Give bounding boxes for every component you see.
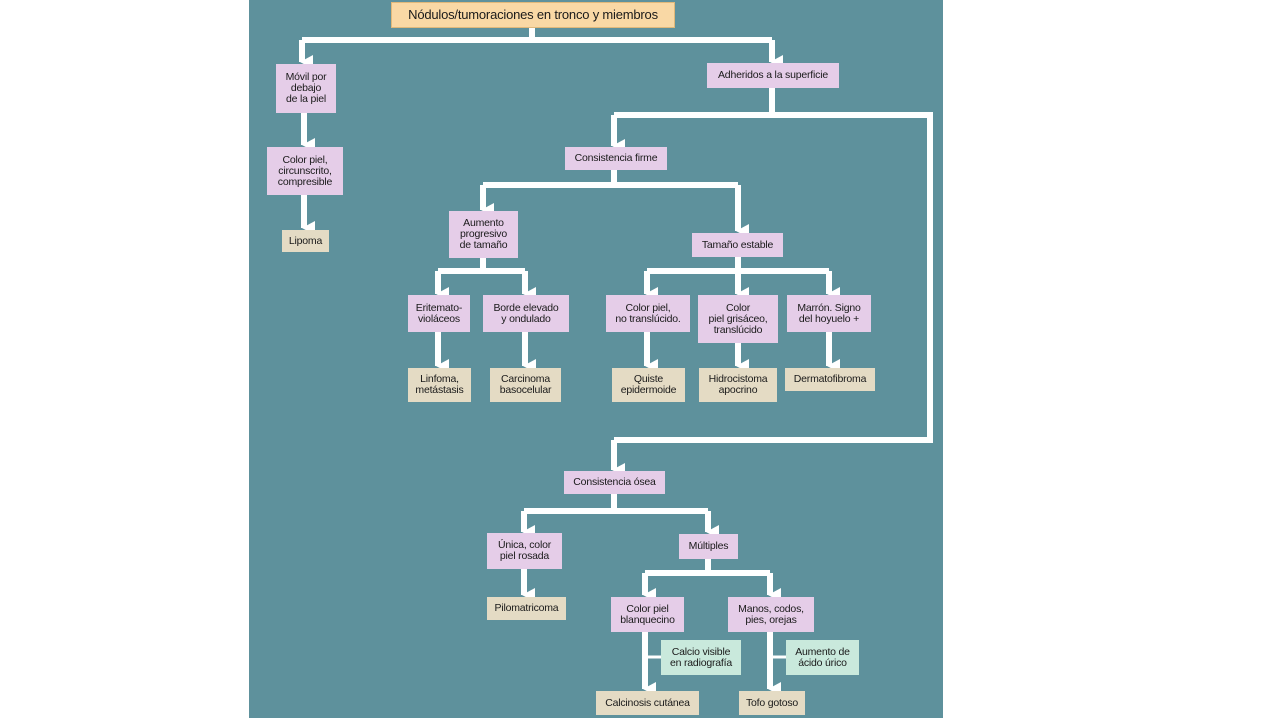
node-manos-codos: Manos, codos, pies, orejas <box>728 597 814 632</box>
node-unica: Única, color piel rosada <box>487 533 562 569</box>
node-aumento-progresivo: Aumento progresivo de tamaño <box>449 211 518 258</box>
title-node: Nódulos/tumoraciones en tronco y miembro… <box>391 2 675 28</box>
node-adheridos: Adheridos a la superficie <box>707 63 839 88</box>
node-consistencia-firme: Consistencia firme <box>565 147 667 170</box>
dx-lipoma: Lipoma <box>282 230 329 252</box>
node-eritemato: Eritemato- violáceos <box>408 295 470 332</box>
node-multiples: Múltiples <box>679 534 738 559</box>
note-aumento-acido-urico: Aumento de ácido úrico <box>786 640 859 675</box>
node-color-piel-grisaceo: Color piel grisáceo, translúcido <box>698 295 778 343</box>
node-color-piel-blanquecino: Color piel blanquecino <box>611 597 684 632</box>
node-consistencia-osea: Consistencia ósea <box>564 471 665 494</box>
node-movil: Móvil por debajo de la piel <box>276 64 336 113</box>
dx-carcinoma: Carcinoma basocelular <box>490 368 561 402</box>
dx-tofo-gotoso: Tofo gotoso <box>739 691 805 715</box>
dx-dermatofibroma: Dermatofibroma <box>785 368 875 391</box>
dx-linfoma: Linfoma, metástasis <box>408 368 471 402</box>
node-borde-elevado: Borde elevado y ondulado <box>483 295 569 332</box>
node-color-piel-circunscrito: Color piel, circunscrito, compresible <box>267 147 343 195</box>
node-color-piel-no-translucido: Color piel, no translúcido. <box>606 295 690 332</box>
node-tamano-estable: Tamaño estable <box>692 233 783 257</box>
dx-calcinosis: Calcinosis cutánea <box>596 691 699 715</box>
dx-hidrocistoma: Hidrocistoma apocrino <box>699 368 777 402</box>
note-calcio-visible: Calcio visible en radiografía <box>661 640 741 675</box>
dx-pilomatricoma: Pilomatricoma <box>487 597 566 620</box>
node-marron: Marrón. Signo del hoyuelo + <box>787 295 871 332</box>
dx-quiste: Quiste epidermoide <box>612 368 685 402</box>
link-adheridos-bar <box>614 112 933 443</box>
